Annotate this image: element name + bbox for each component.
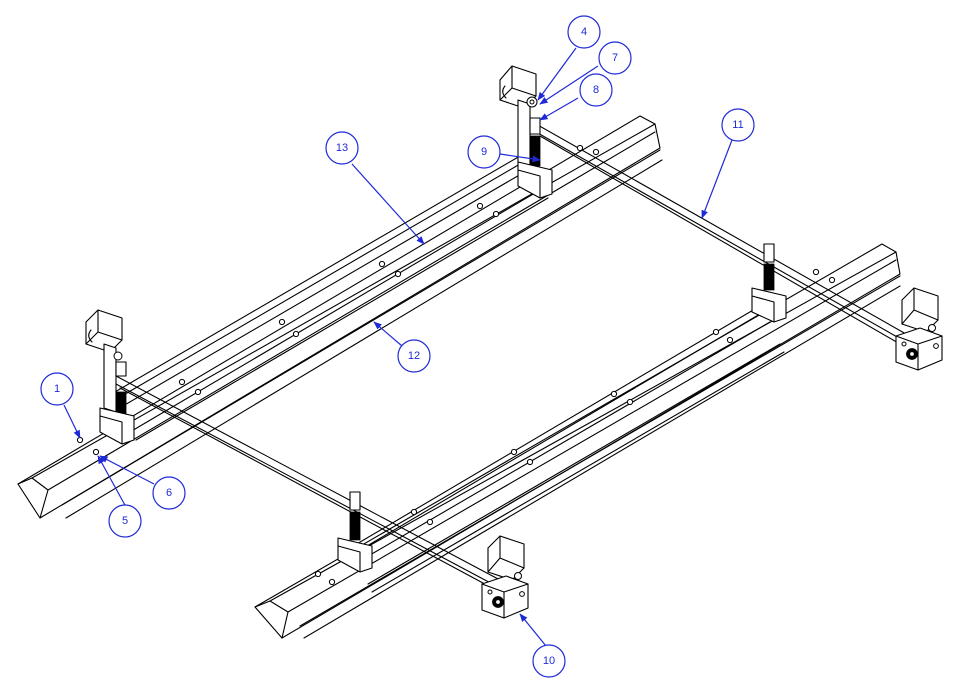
balloon-13: 13 xyxy=(325,131,359,165)
hanger-bracket-mid-lower xyxy=(337,491,373,573)
hanger-bracket-top xyxy=(499,65,538,171)
balloon-9: 9 xyxy=(467,135,501,169)
channel-lower xyxy=(349,305,785,593)
right-angle-rail xyxy=(254,243,901,639)
balloon-5: 5 xyxy=(108,504,142,538)
balloon-1: 1 xyxy=(40,372,74,406)
end-clamp-right-upper xyxy=(895,287,943,371)
balloon-label: 5 xyxy=(122,515,128,527)
balloon-8: 8 xyxy=(579,73,613,107)
rail-bolts xyxy=(76,144,836,586)
callout-leaders xyxy=(63,47,733,647)
hanger-bracket-left xyxy=(85,309,135,445)
cross-bar-11-upper xyxy=(535,123,907,345)
balloon-11: 11 xyxy=(721,108,755,142)
balloon-label: 6 xyxy=(166,487,172,499)
left-angle-rail xyxy=(17,115,663,519)
channel-13 xyxy=(107,155,529,411)
balloon-4: 4 xyxy=(567,15,601,49)
balloon-label: 13 xyxy=(336,142,348,154)
hanger-bracket-mid-right xyxy=(751,243,787,323)
balloon-label: 10 xyxy=(543,655,555,667)
balloon-label: 9 xyxy=(481,146,487,158)
balloon-12: 12 xyxy=(397,339,431,373)
channel-12 xyxy=(129,189,549,441)
cross-bar-11-lower xyxy=(115,375,501,591)
balloon-label: 1 xyxy=(54,383,60,395)
balloon-label: 4 xyxy=(581,26,587,38)
balloon-label: 11 xyxy=(732,119,743,131)
balloon-7: 7 xyxy=(598,41,632,75)
balloon-10: 10 xyxy=(532,644,566,678)
balloon-6: 6 xyxy=(152,476,186,510)
end-clamp-lower xyxy=(481,535,529,619)
balloon-label: 7 xyxy=(612,52,618,64)
balloon-label: 12 xyxy=(408,350,420,362)
balloon-label: 8 xyxy=(593,84,599,96)
